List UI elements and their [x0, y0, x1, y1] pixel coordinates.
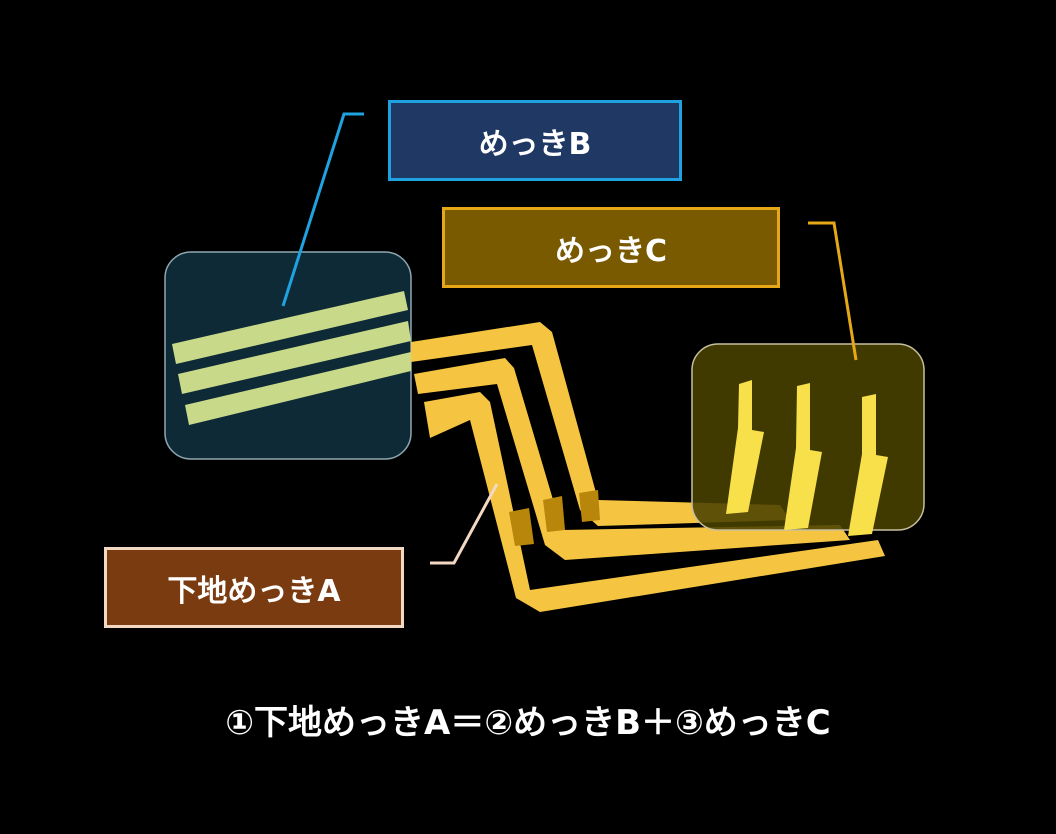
base-plating-a-bands [509, 490, 600, 546]
plating-c-pins [726, 380, 888, 536]
equation-caption: ①下地めっきA＝②めっきB＋③めっきC [225, 703, 831, 743]
plating-b-label: めっきB [388, 100, 682, 181]
leader-line-c [808, 221, 858, 361]
leader-line-a [430, 483, 499, 565]
leader-line-b [281, 112, 364, 307]
plating-b-stripes [172, 291, 411, 425]
plating-c-label: めっきC [442, 207, 780, 288]
base-plating-a-label: 下地めっきA [104, 547, 404, 628]
